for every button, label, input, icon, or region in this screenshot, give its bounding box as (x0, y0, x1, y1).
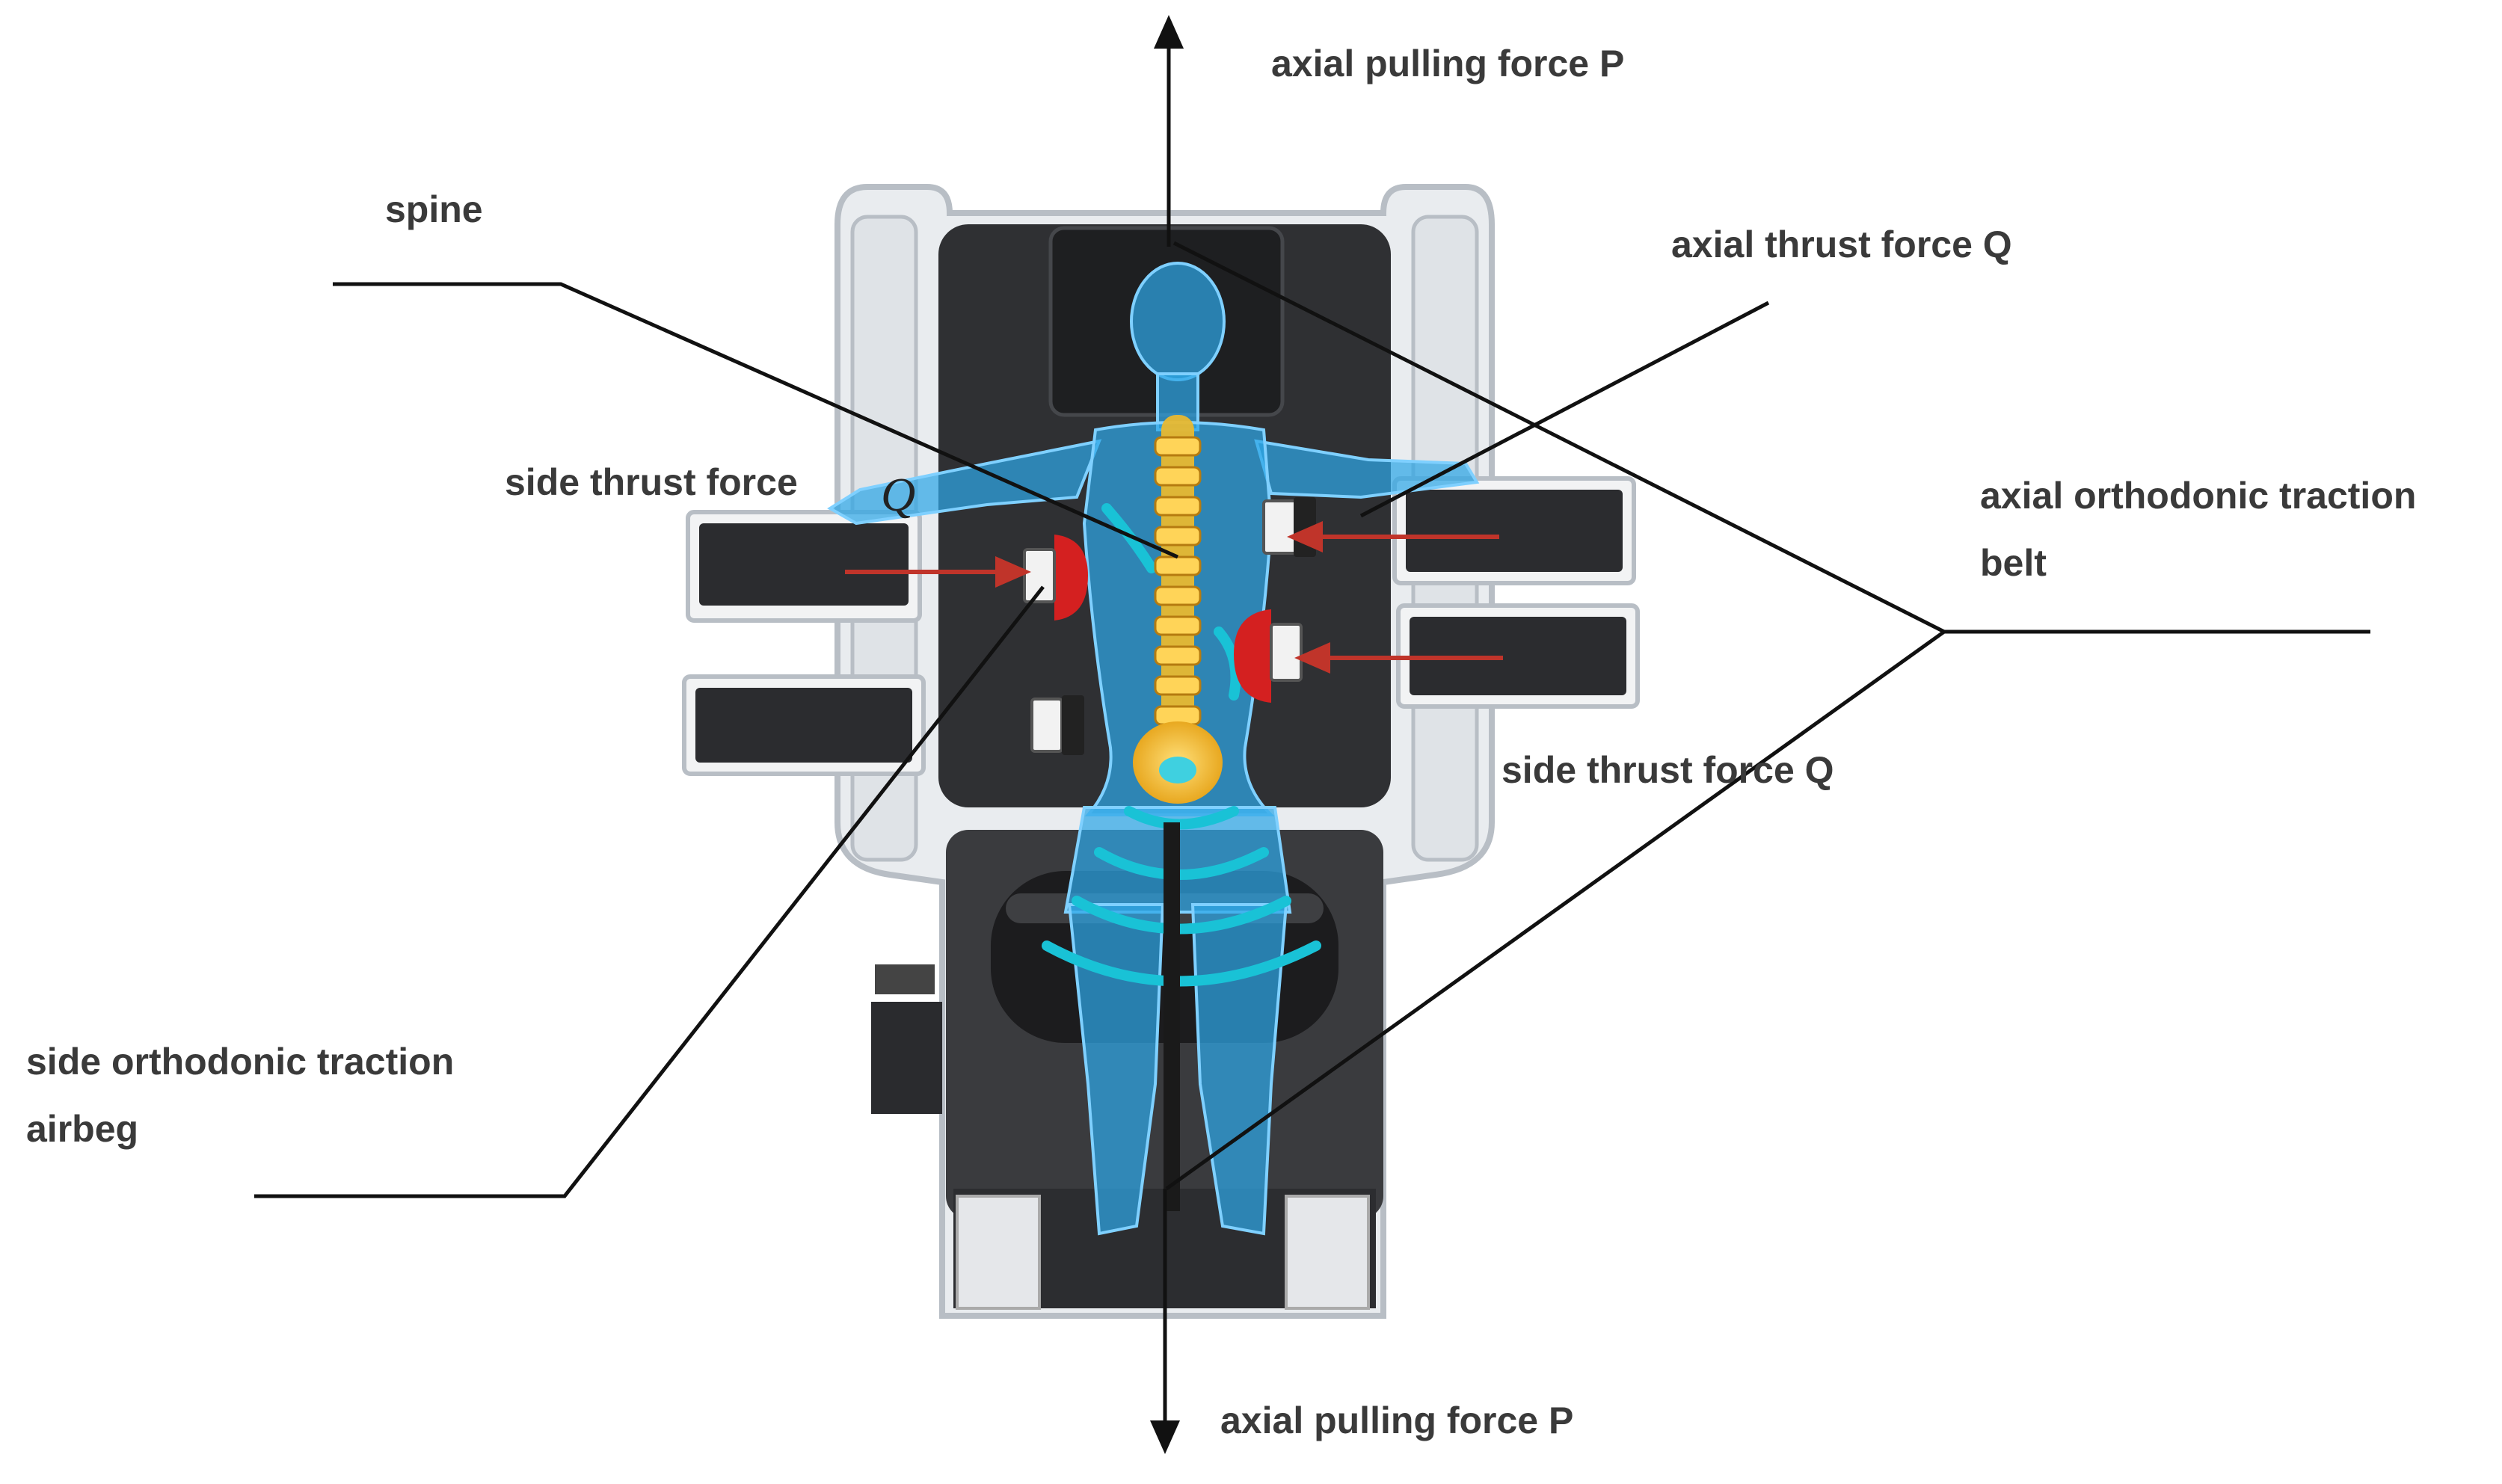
label-side-thrust-left: side thrust force (505, 461, 798, 503)
leader-axial-thrust (1359, 301, 1770, 518)
label-axial-belt-line2: belt (1980, 542, 2047, 584)
airbag-right (1234, 609, 1271, 703)
body-head (1130, 262, 1226, 381)
side-thrust-arrows (845, 521, 1503, 674)
left-lower-pad (695, 688, 912, 763)
label-axial-thrust: axial thrust force Q (1671, 224, 2012, 265)
body-arms (827, 439, 1480, 526)
left-upper-pad (699, 523, 909, 606)
leader-lines (254, 241, 2370, 1198)
right-upper-pad (1406, 490, 1623, 572)
axial-pull-arrows (1150, 15, 1184, 1454)
label-side-thrust-right: side thrust force Q (1501, 749, 1834, 791)
label-side-airbag-line1: side orthodonic traction (26, 1041, 455, 1083)
label-axial-pulling-bottom: axial pulling force P (1220, 1400, 1574, 1441)
body-left-leg (1067, 903, 1165, 1236)
leader-axial-belt-bottom (1165, 629, 1946, 1191)
label-axial-pulling-top: axial pulling force P (1271, 43, 1625, 84)
leader-spine (333, 282, 1179, 559)
label-spine: spine (385, 188, 483, 230)
label-side-thrust-left-symbol: Q (881, 468, 916, 521)
label-axial-belt-line1: axial orthodonic traction (1980, 475, 2417, 517)
spine-column (1133, 415, 1223, 804)
airbag-left (1054, 535, 1088, 621)
right-lower-pad (1410, 617, 1626, 695)
leader-side-airbag (254, 585, 1045, 1198)
side-pad-units (682, 476, 1640, 776)
label-side-airbag-line2: airbeg (26, 1108, 139, 1150)
traction-belt (1164, 822, 1180, 1211)
